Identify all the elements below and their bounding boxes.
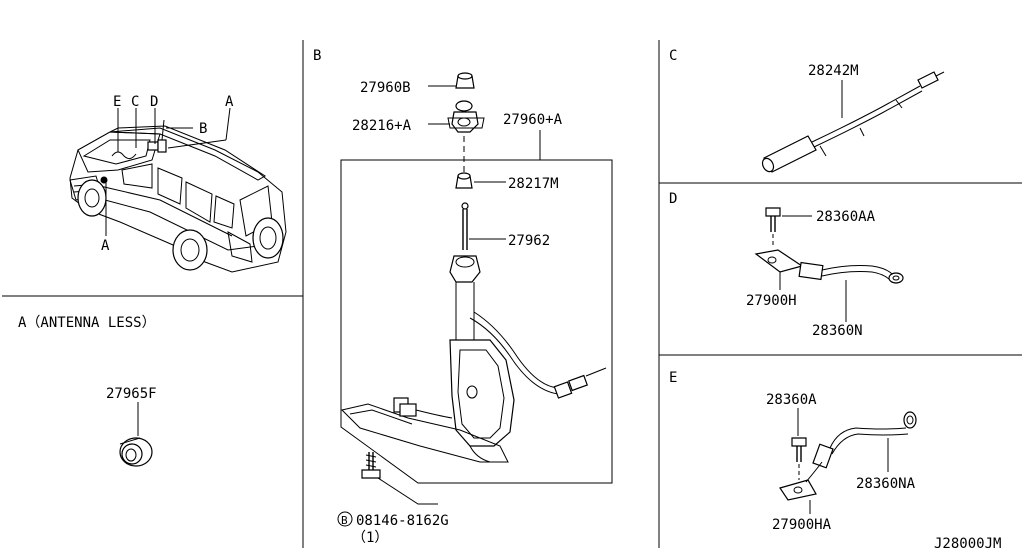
part-08146-label: 08146-8162G [356, 513, 449, 529]
part-28360n-label: 28360N [812, 323, 863, 339]
part-27960b-label: 27960B [360, 80, 411, 96]
overview-label-a-top: A [225, 94, 234, 110]
part-27965f-label: 27965F [106, 386, 157, 402]
bolt-part [361, 452, 381, 479]
antenna-mast [449, 202, 481, 283]
part-27900ha-label: 27900HA [772, 517, 832, 533]
part-27960a-label: 27960+A [503, 112, 563, 128]
overview-label-b: B [199, 121, 207, 137]
part-27962-label: 27962 [508, 233, 550, 249]
ground-strap-d [754, 249, 904, 284]
section-d: D 28360AA 27900H 28360N [669, 191, 904, 339]
section-e-letter: E [669, 370, 677, 386]
overview-label-c: C [131, 94, 139, 110]
section-b-letter: B [313, 48, 321, 64]
section-a: A（ANTENNA LESS） 27965F [18, 315, 157, 467]
bolt-quantity-label: （1） [352, 530, 388, 546]
cap-part [455, 72, 475, 89]
part-28360a-label: 28360A [766, 392, 817, 408]
part-28242m-label: 28242M [808, 63, 859, 79]
section-b: B 27960B 28216+A 27960+A 28217M [313, 48, 613, 546]
bushing-part [455, 172, 473, 189]
part-28360aa-label: 28360AA [816, 209, 876, 225]
assembly-box [340, 159, 613, 484]
overview-label-e: E [113, 94, 121, 110]
ground-screw-d [765, 207, 781, 232]
bolt-symbol-letter: B [341, 514, 348, 527]
overview-label-d: D [150, 94, 158, 110]
section-d-letter: D [669, 191, 677, 207]
overview-leaders [105, 107, 231, 236]
ground-strap-e [779, 411, 917, 501]
section-e: E 28360A 28360NA 27900HA [669, 370, 917, 533]
section-a-title: A（ANTENNA LESS） [18, 315, 156, 331]
part-27900h-label: 27900H [746, 293, 797, 309]
antenna-cable-part [761, 71, 945, 173]
ground-screw-e [791, 437, 807, 462]
part-28216a-label: 28216+A [352, 118, 412, 134]
nut-part [447, 100, 485, 133]
overview-label-a-bottom: A [101, 238, 110, 254]
vehicle-drawing [69, 119, 287, 273]
diagram-id: J28000JM [934, 536, 1001, 552]
grommet-part [119, 437, 153, 467]
section-c: C 28242M [669, 48, 945, 173]
antenna-body [341, 282, 607, 463]
panel-dividers [2, 40, 1022, 548]
part-28217m-label: 28217M [508, 176, 559, 192]
bolt-symbol-circle [337, 511, 353, 527]
part-28360na-label: 28360NA [856, 476, 916, 492]
section-c-letter: C [669, 48, 677, 64]
vehicle-overview: E C D A B A [69, 94, 287, 273]
